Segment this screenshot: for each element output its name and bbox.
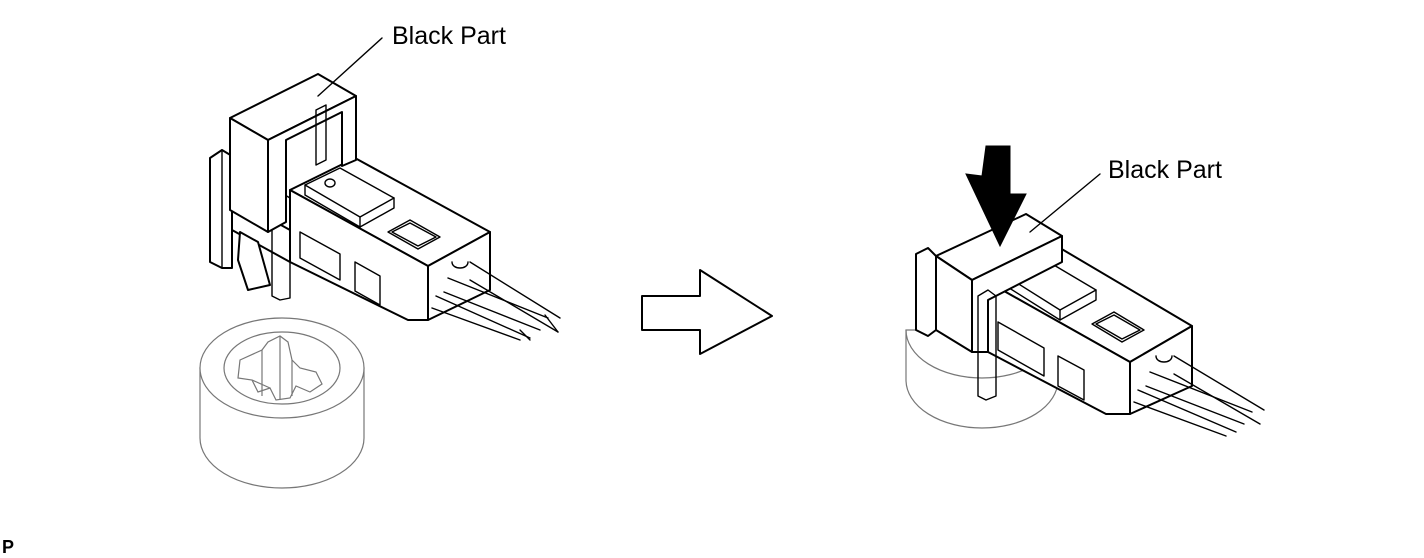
connector-after-install: [905, 173, 1265, 437]
right-wires: [1133, 355, 1265, 437]
figure-code: P: [2, 537, 14, 557]
direction-arrow: [641, 269, 773, 355]
right-label-leader: [1029, 173, 1101, 233]
right-black-part-label: Black Part: [1108, 156, 1222, 184]
left-black-part-label: Black Part: [392, 22, 506, 50]
press-down-arrow: [965, 145, 1027, 248]
left-label-leader: [317, 37, 383, 97]
sensor-socket: [199, 317, 365, 489]
connector-before-install: [209, 37, 561, 341]
left-wires: [431, 261, 561, 341]
